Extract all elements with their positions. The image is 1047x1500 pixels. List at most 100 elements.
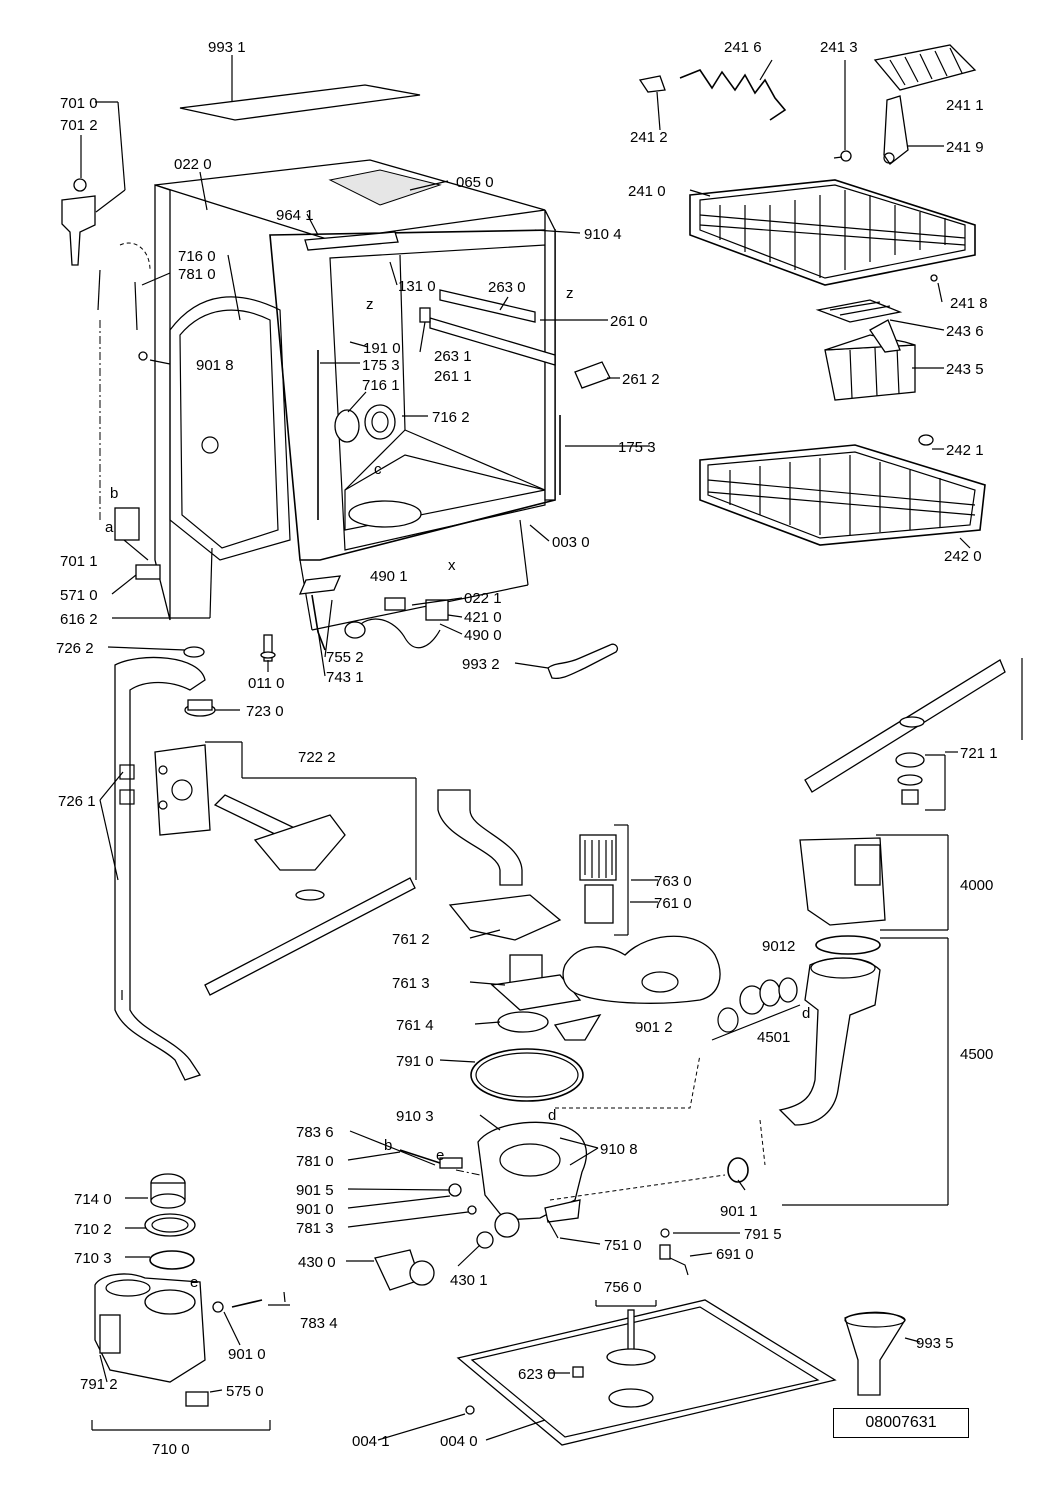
part-label: 722 2 bbox=[298, 749, 336, 766]
part-label: d bbox=[802, 1005, 810, 1022]
upper-spray-arm-drawing bbox=[804, 658, 1023, 811]
part-label: 723 0 bbox=[246, 703, 284, 720]
part-label: 714 0 bbox=[74, 1191, 112, 1208]
part-label: 691 0 bbox=[716, 1246, 754, 1263]
cabinet-drawing bbox=[61, 84, 619, 680]
part-label: 910 8 bbox=[600, 1141, 638, 1158]
part-label: 701 2 bbox=[60, 117, 98, 134]
part-label: 755 2 bbox=[326, 649, 364, 666]
part-label: 756 0 bbox=[604, 1279, 642, 1296]
part-label: 175 3 bbox=[618, 439, 656, 456]
part-label: 4501 bbox=[757, 1029, 790, 1046]
part-label: 241 9 bbox=[946, 139, 984, 156]
part-label: 4000 bbox=[960, 877, 993, 894]
part-label: 004 1 bbox=[352, 1433, 390, 1450]
part-label: z bbox=[366, 296, 374, 313]
part-label: 623 0 bbox=[518, 1366, 556, 1383]
part-label: 131 0 bbox=[398, 278, 436, 295]
part-label: 701 1 bbox=[60, 553, 98, 570]
part-label: 191 0 bbox=[363, 340, 401, 357]
part-label: 761 2 bbox=[392, 931, 430, 948]
part-label: 791 2 bbox=[80, 1376, 118, 1393]
part-label: 993 2 bbox=[462, 656, 500, 673]
part-label: 993 1 bbox=[208, 39, 246, 56]
part-label: 761 3 bbox=[392, 975, 430, 992]
part-label: 011 0 bbox=[248, 675, 284, 692]
part-label: 004 0 bbox=[440, 1433, 478, 1450]
part-label: 716 0 bbox=[178, 248, 216, 265]
part-label: 175 3 bbox=[362, 357, 400, 374]
part-label: 241 1 bbox=[946, 97, 984, 114]
part-label: 241 3 bbox=[820, 39, 858, 56]
part-label: 710 3 bbox=[74, 1250, 112, 1267]
part-label: 421 0 bbox=[464, 609, 502, 626]
part-label: 243 5 bbox=[946, 361, 984, 378]
part-label: 261 1 bbox=[434, 368, 472, 385]
part-label: 901 5 bbox=[296, 1182, 334, 1199]
part-label: 242 0 bbox=[944, 548, 982, 565]
part-label: 241 8 bbox=[950, 295, 988, 312]
part-label: 901 8 bbox=[196, 357, 234, 374]
part-label: 003 0 bbox=[552, 534, 590, 551]
document-id-box: 08007631 bbox=[833, 1408, 969, 1438]
part-label: 726 1 bbox=[58, 793, 96, 810]
part-label: 490 0 bbox=[464, 627, 502, 644]
part-label: 261 0 bbox=[610, 313, 648, 330]
part-label: 726 2 bbox=[56, 640, 94, 657]
part-label: 263 1 bbox=[434, 348, 472, 365]
part-label: 743 1 bbox=[326, 669, 364, 686]
part-label: 721 1 bbox=[960, 745, 998, 762]
base-plate-drawing bbox=[456, 1299, 906, 1446]
part-label: 791 0 bbox=[396, 1053, 434, 1070]
part-label: 761 4 bbox=[396, 1017, 434, 1034]
part-label: 901 1 bbox=[720, 1203, 758, 1220]
part-label: e bbox=[436, 1147, 444, 1164]
document-id: 08007631 bbox=[865, 1414, 937, 1431]
part-label: 781 0 bbox=[178, 266, 216, 283]
part-label: 065 0 bbox=[456, 174, 494, 191]
part-label: 964 1 bbox=[276, 207, 314, 224]
part-label: 242 1 bbox=[946, 442, 984, 459]
part-label: d bbox=[548, 1107, 556, 1124]
part-label: 616 2 bbox=[60, 611, 98, 628]
part-labels: 993 1 701 0 701 2 022 0 065 0 964 1 910 … bbox=[56, 39, 998, 1458]
part-label: 022 1 bbox=[464, 590, 502, 607]
part-label: 901 0 bbox=[296, 1201, 334, 1218]
basket-drawing bbox=[638, 44, 986, 546]
part-label: 910 3 bbox=[396, 1108, 434, 1125]
part-label: 430 0 bbox=[298, 1254, 336, 1271]
part-label: a bbox=[105, 519, 114, 536]
part-label: e bbox=[190, 1274, 198, 1291]
part-label: 241 6 bbox=[724, 39, 762, 56]
part-label: x bbox=[448, 557, 456, 574]
part-label: 716 2 bbox=[432, 409, 470, 426]
part-label: 783 4 bbox=[300, 1315, 338, 1332]
part-label: 751 0 bbox=[604, 1237, 642, 1254]
part-label: 901 0 bbox=[228, 1346, 266, 1363]
part-label: 241 0 bbox=[628, 183, 666, 200]
spray-arm-drawing bbox=[114, 646, 417, 1081]
leader-lines bbox=[80, 55, 971, 1441]
part-label: 763 0 bbox=[654, 873, 692, 890]
part-label: b bbox=[384, 1137, 392, 1154]
part-label: z bbox=[566, 285, 574, 302]
part-label: 490 1 bbox=[370, 568, 408, 585]
part-label: 791 5 bbox=[744, 1226, 782, 1243]
part-label: 430 1 bbox=[450, 1272, 488, 1289]
part-label: 710 0 bbox=[152, 1441, 190, 1458]
part-label: 910 4 bbox=[584, 226, 622, 243]
part-label: 901 2 bbox=[635, 1019, 673, 1036]
softener-drawing bbox=[91, 1173, 286, 1431]
part-label: 716 1 bbox=[362, 377, 400, 394]
part-label: 4500 bbox=[960, 1046, 993, 1063]
part-label: 783 6 bbox=[296, 1124, 334, 1141]
part-label: 571 0 bbox=[60, 587, 98, 604]
part-label: 9012 bbox=[762, 938, 795, 955]
part-label: 261 2 bbox=[622, 371, 660, 388]
part-label: b bbox=[110, 485, 118, 502]
part-label: c bbox=[374, 461, 382, 478]
part-label: 241 2 bbox=[630, 129, 668, 146]
part-label: 781 3 bbox=[296, 1220, 334, 1237]
